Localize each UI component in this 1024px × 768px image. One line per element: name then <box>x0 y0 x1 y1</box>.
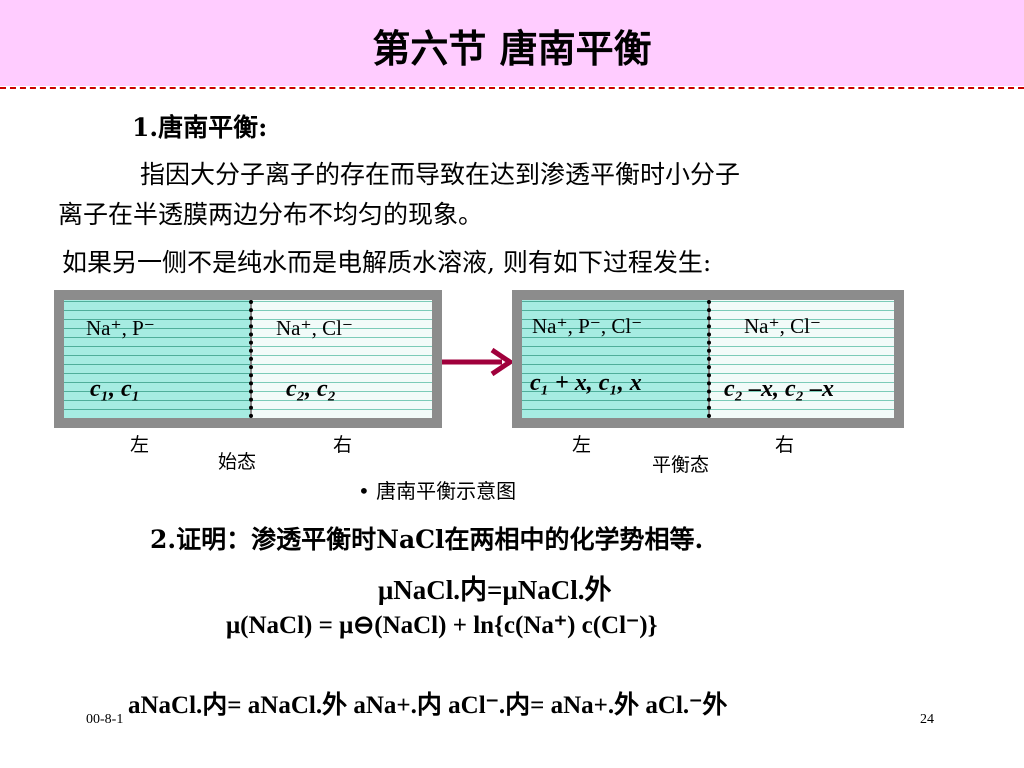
initial-left-compartment <box>64 300 250 418</box>
equilibrium-label-left: 左 <box>572 434 592 456</box>
initial-label-right: 右 <box>333 434 353 456</box>
equilibrium-state-label: 平衡态 <box>652 454 710 476</box>
slide-title: 第六节 唐南平衡 <box>372 27 652 71</box>
equilibrium-right-ions: Na⁺, Cl⁻ <box>744 314 821 338</box>
equilibrium-left-ions: Na⁺, P⁻, Cl⁻ <box>532 314 643 338</box>
equilibrium-label-right: 右 <box>775 434 795 456</box>
initial-left-conc: c₁, c₁ <box>90 376 141 402</box>
equilibrium-state-frame: Na⁺, P⁻, Cl⁻ c₁ + x, c₁, x Na⁺, Cl⁻ c₂ –… <box>512 290 904 428</box>
initial-label-left: 左 <box>130 434 150 456</box>
equilibrium-membrane <box>707 300 711 418</box>
initial-right-ions: Na⁺, Cl⁻ <box>276 316 353 340</box>
process-arrow-icon <box>442 347 515 377</box>
definition-line1: 指因大分子离子的存在而导致在达到渗透平衡时小分子 <box>140 160 741 189</box>
title-bar <box>0 0 1024 86</box>
footer-date: 00-8-1 <box>86 712 124 727</box>
page-number: 24 <box>920 712 934 727</box>
initial-left-ions: Na⁺, P⁻ <box>86 316 155 340</box>
equilibrium-left-compartment <box>522 300 708 418</box>
initial-membrane <box>249 300 253 418</box>
equation-chemical-potential-equality: μNaCl.内=μNaCl.外 <box>378 575 612 605</box>
header-divider <box>0 87 1024 89</box>
diagram-caption: • 唐南平衡示意图 <box>358 479 517 503</box>
section1-heading: 1.唐南平衡: <box>132 113 268 142</box>
section2-heading: 2.证明：渗透平衡时NaCl在两相中的化学势相等. <box>150 525 704 554</box>
equilibrium-right-conc: c₂ –x, c₂ –x <box>724 376 835 402</box>
initial-right-conc: c₂, c₂ <box>286 376 337 402</box>
initial-right-compartment <box>252 300 432 418</box>
equilibrium-left-conc: c₁ + x, c₁, x <box>530 370 642 396</box>
condition-text: 如果另一侧不是纯水而是电解质水溶液, 则有如下过程发生: <box>62 248 712 277</box>
equilibrium-right-compartment <box>710 300 894 418</box>
definition-line2: 离子在半透膜两边分布不均匀的现象。 <box>58 200 484 229</box>
initial-state-label: 始态 <box>218 451 257 473</box>
equation-chemical-potential-expression: μ(NaCl) = μ⊖(NaCl) + ln{c(Na⁺) c(Cl⁻)} <box>226 612 658 639</box>
initial-state-frame: Na⁺, P⁻ c₁, c₁ Na⁺, Cl⁻ c₂, c₂ <box>54 290 442 428</box>
equation-activity-equality: aNaCl.内= aNaCl.外 aNa+.内 aCl⁻.内= aNa+.外 a… <box>128 692 728 719</box>
